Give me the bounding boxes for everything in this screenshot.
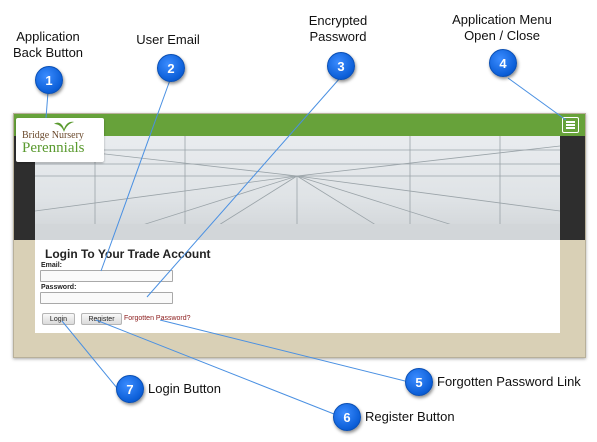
email-label: Email: — [41, 262, 63, 269]
register-button[interactable]: Register — [81, 313, 122, 325]
callout-4-label: Application Menu Open / Close — [440, 12, 564, 44]
callout-1-line1: Application — [16, 29, 80, 44]
callout-1-line2: Back Button — [12, 45, 84, 60]
callout-5-label: Forgotten Password Link — [437, 374, 581, 390]
greenhouse-illustration — [35, 136, 560, 240]
callout-4-line1: Application Menu — [452, 12, 552, 27]
callout-6-label: Register Button — [365, 409, 455, 425]
callout-7-line1: Login Button — [148, 381, 222, 396]
callout-6-line1: Register Button — [365, 409, 455, 424]
menu-toggle-button[interactable] — [562, 117, 579, 133]
callout-7-label: Login Button — [148, 381, 221, 397]
app-back-button[interactable]: Bridge Nursery Perennials — [16, 118, 104, 162]
callout-2-badge: 2 — [157, 54, 185, 82]
callout-1-badge: 1 — [35, 66, 63, 94]
forgotten-password-link[interactable]: Forgotten Password? — [124, 315, 191, 322]
login-panel: Login To Your Trade Account Email: Passw… — [35, 240, 560, 333]
callout-2-label: User Email — [126, 32, 210, 48]
password-label: Password: — [41, 284, 77, 291]
greenhouse-image — [35, 136, 560, 240]
password-input[interactable] — [40, 292, 173, 304]
hero-banner — [14, 136, 585, 240]
callout-1-label: Application Back Button — [6, 29, 90, 61]
callout-3-line2: Password — [309, 29, 367, 44]
logo-text-line1: Bridge Nursery — [22, 130, 84, 141]
logo-text-line2: Perennials — [22, 140, 85, 156]
email-input[interactable] — [40, 270, 173, 282]
callout-6-badge: 6 — [333, 403, 361, 431]
callout-2-line1: User Email — [136, 32, 200, 47]
leaf-logo-icon — [54, 121, 74, 132]
callout-4-badge: 4 — [489, 49, 517, 77]
callout-3-label: Encrypted Password — [296, 13, 380, 45]
hamburger-icon-bar-middle — [566, 124, 575, 126]
callout-5-badge: 5 — [405, 368, 433, 396]
hamburger-icon-bar-top — [566, 121, 575, 123]
callout-5-line1: Forgotten Password Link — [437, 374, 581, 389]
callout-7-badge: 7 — [116, 375, 144, 403]
top-bar — [14, 114, 585, 136]
callout-4-line2: Open / Close — [464, 28, 540, 43]
callout-3-line1: Encrypted — [308, 13, 368, 28]
login-title: Login To Your Trade Account — [45, 247, 211, 261]
app-screen: Bridge Nursery Perennials Login To Your … — [13, 113, 586, 358]
callout-3-badge: 3 — [327, 52, 355, 80]
login-button[interactable]: Login — [42, 313, 75, 325]
hamburger-icon-bar-bottom — [566, 127, 575, 129]
